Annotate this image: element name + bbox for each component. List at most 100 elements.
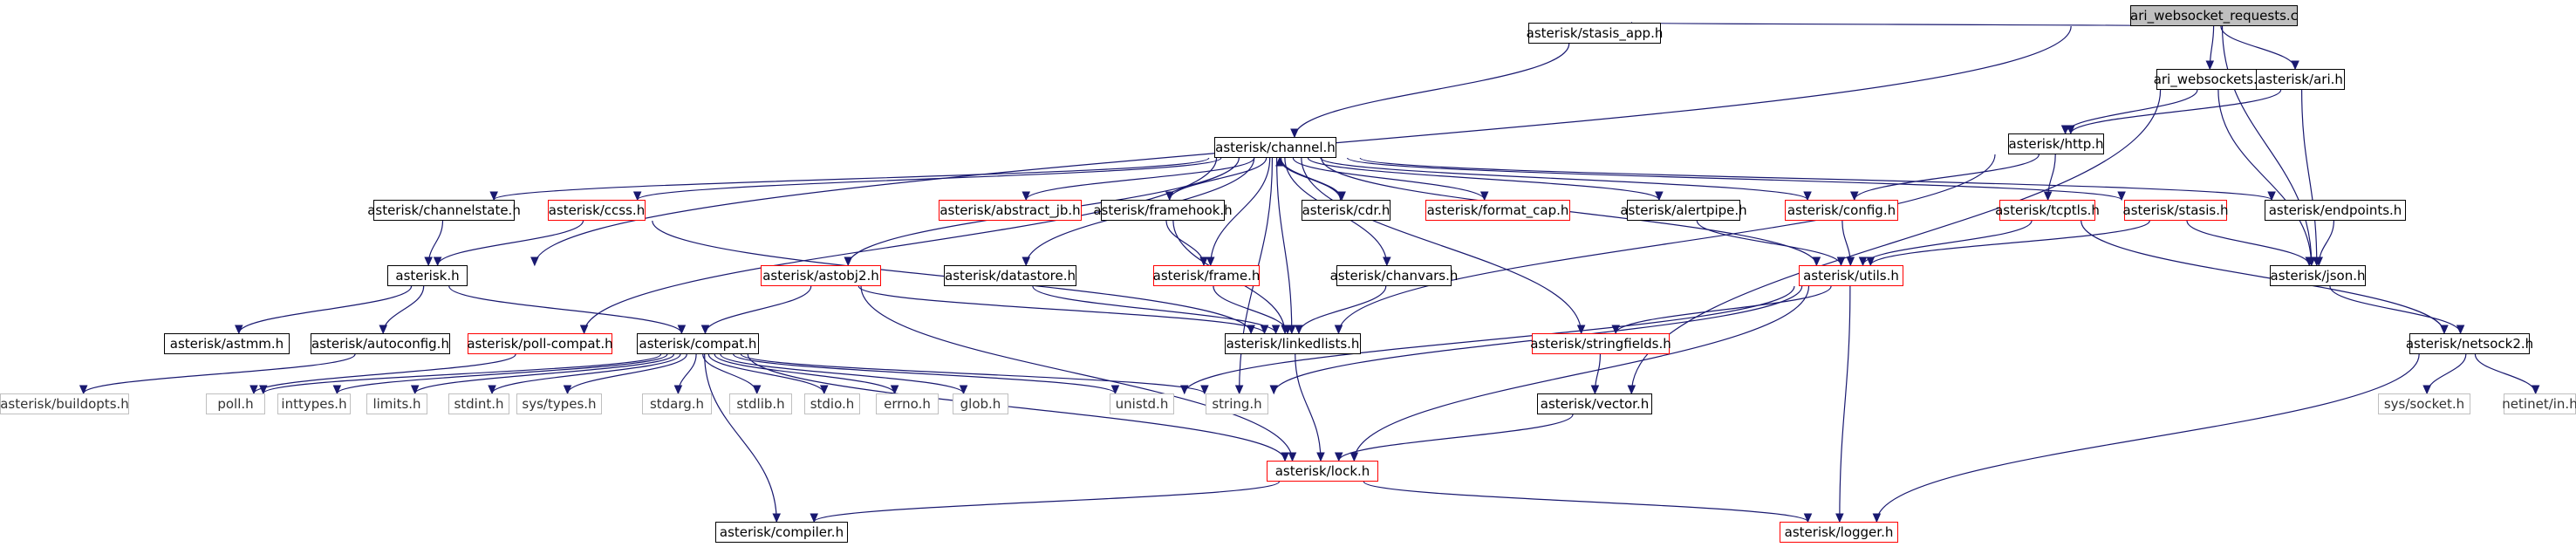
node-asterisk-channel-h[interactable]: asterisk/channel.h [1214,137,1336,158]
node-asterisk-h[interactable]: asterisk.h [387,265,468,286]
edge-netsock2-to-logger [1876,353,2420,523]
node-label: asterisk/alertpipe.h [1620,202,1747,218]
node-asterisk-netsock2-h[interactable]: asterisk/netsock2.h [2405,333,2534,354]
arrowhead [1849,191,1859,202]
node-label: asterisk/json.h [2270,268,2366,284]
node-asterisk-compiler-h[interactable]: asterisk/compiler.h [715,522,848,543]
node-asterisk-alertpipe-h[interactable]: asterisk/alertpipe.h [1620,200,1747,221]
edge-ari_websockets-to-json [2217,89,2313,266]
arrowhead [752,385,762,395]
node-asterisk-stringfields-h[interactable]: asterisk/stringfields.h [1530,333,1671,354]
arrowhead [1872,513,1882,523]
arrowhead [489,191,498,202]
edge-ari-to-json [2301,89,2318,266]
node-label: asterisk/lock.h [1274,463,1370,479]
arrowhead [1316,452,1325,462]
edge-channel-to-stringfields [1301,157,1582,334]
node-ari-websocket-requests-c[interactable]: ari_websocket_requests.c [2130,5,2298,26]
edge-asterisk_h-to-astmm [238,285,413,334]
node-asterisk-ari-h[interactable]: asterisk/ari.h [2256,69,2345,90]
node-asterisk-abstract-jb-h[interactable]: asterisk/abstract_jb.h [939,200,1082,221]
node-asterisk-stasis-h[interactable]: asterisk/stasis.h [2123,200,2228,221]
node-asterisk-cdr-h[interactable]: asterisk/cdr.h [1302,200,1390,221]
arrowhead [1836,256,1846,267]
node-netinet-in-h[interactable]: netinet/in.h [2502,393,2576,414]
arrowhead [2422,385,2431,395]
node-glob-h[interactable]: glob.h [953,393,1008,414]
arrowhead [563,385,572,395]
node-asterisk-frame-h[interactable]: asterisk/frame.h [1153,265,1260,286]
node-label: asterisk/abstract_jb.h [940,202,1081,218]
node-asterisk-linkedlists-h[interactable]: asterisk/linkedlists.h [1225,333,1361,354]
edge-tcptls-to-netsock2 [2081,220,2445,334]
node-stdint-h[interactable]: stdint.h [448,393,509,414]
node-sys-types-h[interactable]: sys/types.h [516,393,602,414]
node-asterisk-astobj2-h[interactable]: asterisk/astobj2.h [761,265,881,286]
node-asterisk-framehook-h[interactable]: asterisk/framehook.h [1093,200,1233,221]
edge-channel-to-abstract_jb [1025,157,1255,201]
node-asterisk-astmm-h[interactable]: asterisk/astmm.h [164,333,290,354]
node-label: ari_websockets.h [2153,72,2266,87]
arrowhead [2291,60,2299,71]
node-stdio-h[interactable]: stdio.h [804,393,860,414]
edge-compat-to-stdint [491,353,681,394]
node-asterisk-buildopts-h[interactable]: asterisk/buildopts.h [0,393,129,414]
node-string-h[interactable]: string.h [1206,393,1268,414]
arrowhead [488,385,496,395]
node-asterisk-json-h[interactable]: asterisk/json.h [2270,265,2366,286]
arrowhead [579,325,589,335]
node-unistd-h[interactable]: unistd.h [1110,393,1174,414]
arrowhead [1812,256,1821,267]
node-inttypes-h[interactable]: inttypes.h [277,393,351,414]
edge-compat-to-stdio [707,353,825,394]
node-poll-h[interactable]: poll.h [206,393,265,414]
edge-utils-to-lock [1353,285,1810,462]
node-asterisk-lock-h[interactable]: asterisk/lock.h [1267,461,1378,482]
node-label: asterisk/chanvars.h [1329,268,1459,284]
node-label: asterisk/config.h [1787,202,1896,218]
arrowhead [1206,256,1215,267]
node-asterisk-config-h[interactable]: asterisk/config.h [1785,200,1898,221]
node-asterisk-vector-h[interactable]: asterisk/vector.h [1537,393,1652,414]
edge-astobj2-to-linkedlists [858,285,1266,334]
node-asterisk-chanvars-h[interactable]: asterisk/chanvars.h [1330,265,1458,286]
node-label: asterisk/logger.h [1784,524,1894,540]
arrowhead [2531,385,2540,395]
arrowhead [2043,191,2053,202]
edge-root-to-stasis_app [1631,22,2165,27]
node-label: asterisk/linkedlists.h [1226,336,1360,352]
node-asterisk-endpoints-h[interactable]: asterisk/endpoints.h [2265,200,2406,221]
node-ari-websockets-h[interactable]: ari_websockets.h [2153,69,2266,90]
node-limits-h[interactable]: limits.h [366,393,427,414]
arrowhead [2305,256,2313,267]
node-asterisk-http-h[interactable]: asterisk/http.h [2008,133,2104,154]
node-stdlib-h[interactable]: stdlib.h [729,393,792,414]
node-errno-h[interactable]: errno.h [876,393,939,414]
node-asterisk-poll-compat-h[interactable]: asterisk/poll-compat.h [467,333,613,354]
node-label: asterisk/netsock2.h [2405,336,2534,352]
edge-root-to-json [2221,25,2313,266]
node-asterisk-tcptls-h[interactable]: asterisk/tcptls.h [1995,200,2100,221]
arrowhead [1295,325,1303,335]
node-asterisk-datastore-h[interactable]: asterisk/datastore.h [944,265,1076,286]
node-label: string.h [1212,396,1262,412]
node-label: asterisk/compiler.h [719,524,844,540]
node-asterisk-utils-h[interactable]: asterisk/utils.h [1799,265,1903,286]
arrowhead [1275,156,1284,167]
node-sys-socket-h[interactable]: sys/socket.h [2378,393,2470,414]
node-asterisk-format-cap-h[interactable]: asterisk/format_cap.h [1425,200,1570,221]
arrowhead [2205,60,2215,71]
node-asterisk-logger-h[interactable]: asterisk/logger.h [1780,522,1898,543]
arrowhead [1803,191,1812,202]
node-asterisk-channelstate-h[interactable]: asterisk/channelstate.h [367,200,521,221]
edge-stasis_app-to-channel [1294,43,1570,138]
edge-compat-to-unistd [733,353,1117,394]
node-asterisk-stasis-app-h[interactable]: asterisk/stasis_app.h [1527,23,1663,44]
node-stdarg-h[interactable]: stdarg.h [642,393,712,414]
node-asterisk-autoconfig-h[interactable]: asterisk/autoconfig.h [311,333,450,354]
node-label: asterisk/format_cap.h [1426,202,1569,218]
edge-asterisk_h-to-compat [448,285,682,334]
node-asterisk-ccss-h[interactable]: asterisk/ccss.h [548,200,646,221]
node-label: stdint.h [454,396,504,412]
node-asterisk-compat-h[interactable]: asterisk/compat.h [637,333,759,354]
